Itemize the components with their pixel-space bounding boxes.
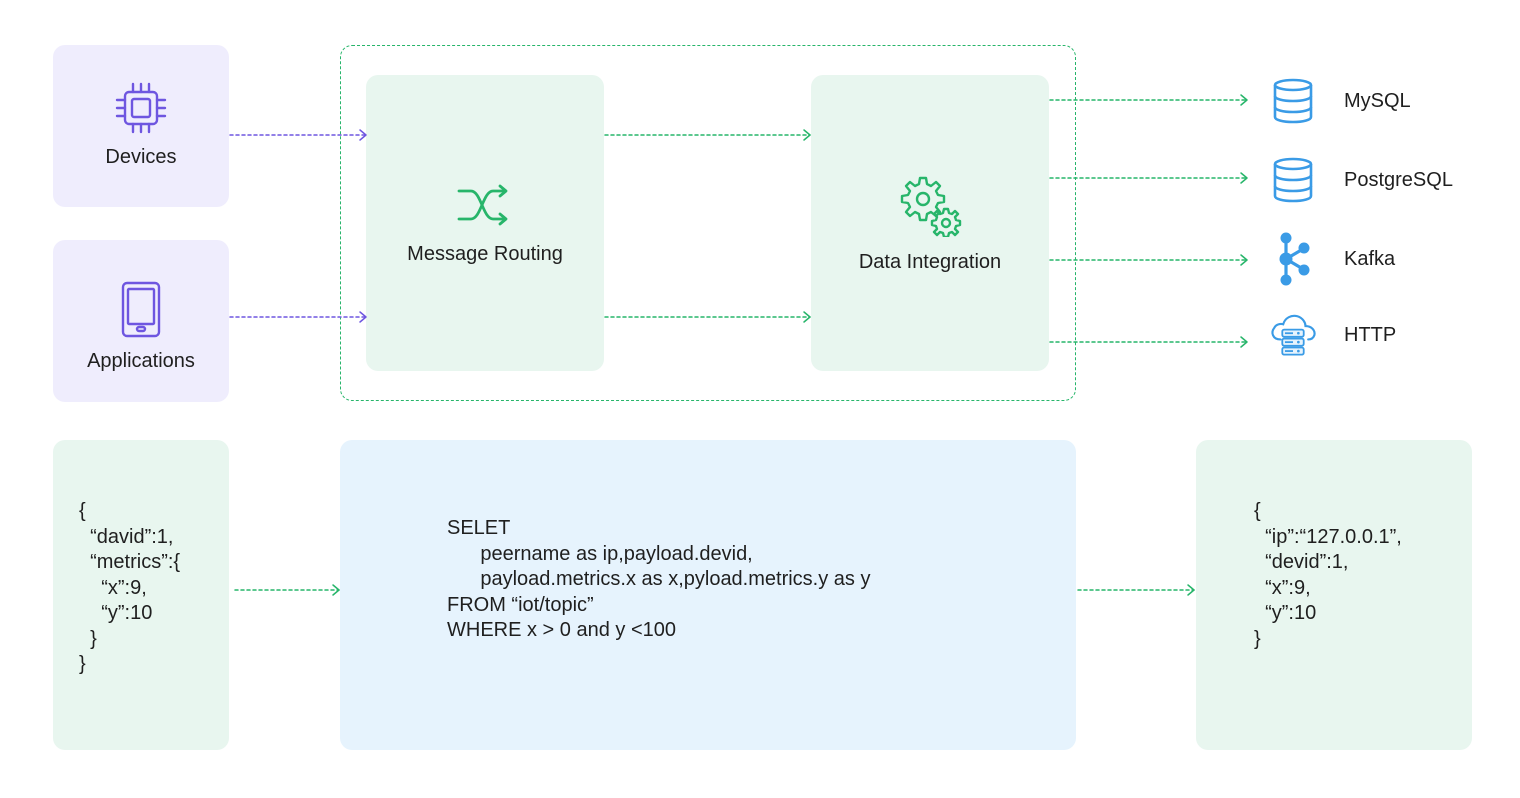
sql-box: SELET peername as ip,payload.devid, payl… bbox=[340, 440, 1076, 750]
applications-label: Applications bbox=[87, 350, 195, 372]
input-json-box: { “david”:1, “metrics”:{ “x”:9, “y”:10 }… bbox=[53, 440, 229, 750]
rule-engine-frame bbox=[340, 45, 1076, 401]
shuffle-icon bbox=[457, 184, 508, 225]
kafka-label: Kafka bbox=[1344, 247, 1396, 270]
database-icon bbox=[1273, 157, 1313, 203]
postgresql-label: PostgreSQL bbox=[1344, 168, 1453, 191]
data-integration-box: Data Integration bbox=[811, 75, 1049, 371]
mysql-label: MySQL bbox=[1344, 89, 1411, 112]
chip-icon bbox=[115, 82, 167, 134]
kafka-icon bbox=[1279, 232, 1310, 286]
output-json-box: { “ip”:“127.0.0.1”, “devid”:1, “x”:9, “y… bbox=[1196, 440, 1472, 750]
devices-label: Devices bbox=[105, 146, 177, 168]
devices-box: Devices bbox=[53, 45, 229, 207]
dest-http: HTTP bbox=[1268, 310, 1488, 360]
data-integration-label: Data Integration bbox=[858, 250, 1002, 273]
output-json-code: { “ip”:“127.0.0.1”, “devid”:1, “x”:9, “y… bbox=[1254, 500, 1402, 650]
cloud-server-icon bbox=[1271, 314, 1316, 356]
message-routing-box: Message Routing bbox=[366, 75, 604, 371]
tablet-icon bbox=[121, 281, 161, 338]
dest-mysql: MySQL bbox=[1268, 76, 1488, 126]
gears-icon bbox=[900, 176, 962, 237]
database-icon bbox=[1273, 78, 1313, 124]
input-json-code: { “david”:1, “metrics”:{ “x”:9, “y”:10 }… bbox=[79, 500, 181, 675]
applications-box: Applications bbox=[53, 240, 229, 402]
sql-code: SELET peername as ip,payload.devid, payl… bbox=[447, 517, 871, 641]
dest-postgresql: PostgreSQL bbox=[1268, 155, 1488, 205]
http-label: HTTP bbox=[1344, 323, 1397, 346]
dest-kafka: Kafka bbox=[1268, 232, 1488, 286]
message-routing-label: Message Routing bbox=[407, 242, 563, 265]
